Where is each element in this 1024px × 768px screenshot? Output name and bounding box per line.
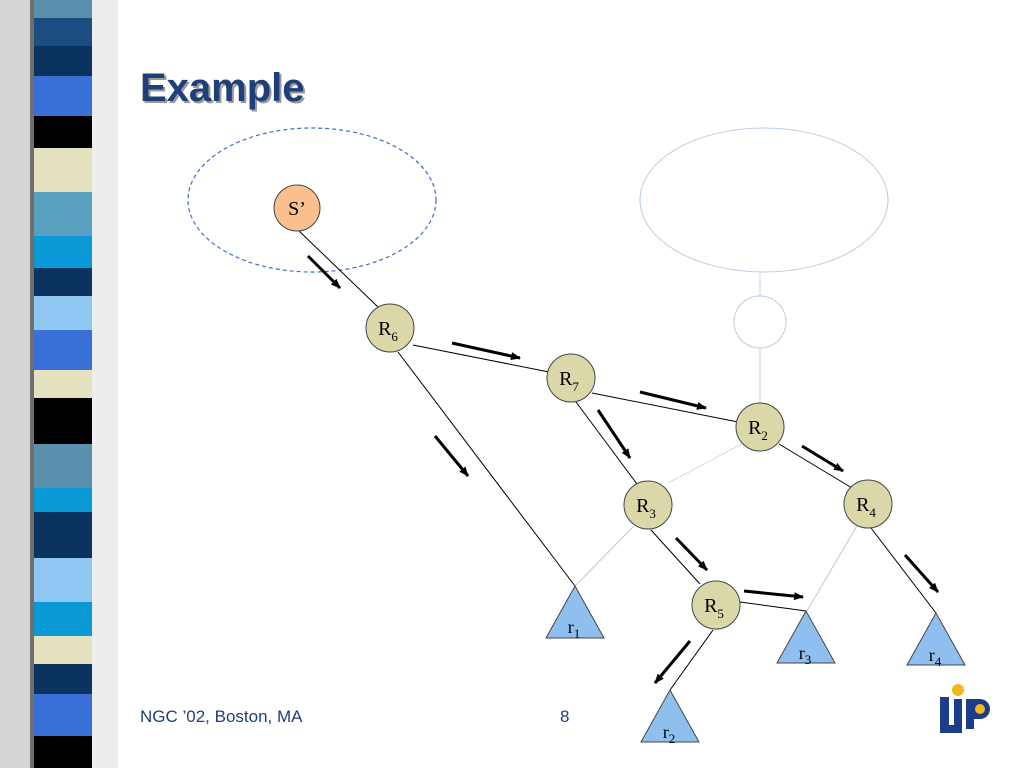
- flow-arrow: [306, 254, 342, 290]
- receiver-base: r: [568, 617, 574, 637]
- receiver-base: r: [799, 643, 805, 663]
- router-subscript: 3: [649, 506, 656, 521]
- router-subscript: 7: [572, 379, 579, 394]
- router-subscript: 4: [869, 505, 876, 520]
- router-base: R: [704, 595, 718, 617]
- flow-arrow: [433, 435, 470, 477]
- router-node-r6: R6: [365, 303, 415, 353]
- router-base: R: [856, 494, 870, 516]
- svg-text:R6: R6: [378, 318, 398, 344]
- router-subscript: 5: [717, 606, 724, 621]
- page-number: 8: [560, 707, 570, 726]
- link-r2-r4: [778, 443, 853, 489]
- receiver-subscript: 4: [935, 654, 942, 669]
- receiver-subscript: 1: [574, 626, 581, 641]
- svg-text:r2: r2: [663, 722, 676, 746]
- router-node-r3: R3: [623, 480, 673, 530]
- source-node: S’: [273, 184, 321, 232]
- receiver-node-r2: r2: [640, 688, 700, 746]
- faint-link: [667, 443, 743, 484]
- faint-router-circle: [733, 295, 787, 349]
- link-s-r6: [297, 229, 379, 308]
- link-r5-r2leaf: [669, 629, 714, 691]
- flow-arrow: [743, 589, 804, 601]
- router-node-r7: R7: [546, 353, 596, 403]
- svg-text:r3: r3: [799, 643, 812, 667]
- link-r6-r7: [412, 344, 550, 373]
- router-base: R: [636, 495, 650, 517]
- link-r5-r3leaf: [739, 601, 807, 612]
- faint-link: [574, 525, 635, 587]
- receiver-node-r1: r1: [545, 584, 605, 641]
- svg-text:R3: R3: [636, 495, 656, 521]
- link-r7-r2: [591, 392, 739, 423]
- receiver-subscript: 2: [669, 731, 676, 746]
- router-base: R: [559, 368, 573, 390]
- svg-text:R2: R2: [748, 417, 768, 443]
- lip6-logo-icon: [940, 684, 990, 733]
- receiver-subscript: 3: [805, 652, 812, 667]
- faint-link: [806, 523, 859, 612]
- decorative-left-band: [0, 0, 118, 768]
- receiver-base: r: [929, 645, 935, 665]
- router-subscript: 6: [391, 329, 398, 344]
- source-node-label: S’: [288, 198, 306, 220]
- flow-arrow: [903, 554, 940, 593]
- link-r6-r1: [397, 351, 576, 587]
- svg-text:R5: R5: [704, 595, 724, 621]
- flow-arrow: [451, 341, 521, 360]
- svg-text:r4: r4: [929, 645, 942, 669]
- svg-text:r1: r1: [568, 617, 581, 641]
- slide-title: Example: [140, 66, 305, 110]
- router-node-r2: R2: [735, 402, 785, 452]
- link-r7-r3: [575, 401, 638, 485]
- router-subscript: 2: [761, 428, 768, 443]
- router-node-r4: R4: [843, 479, 893, 529]
- router-base: R: [378, 318, 392, 340]
- svg-text:R4: R4: [856, 494, 876, 520]
- router-base: R: [748, 417, 762, 439]
- flow-arrow: [674, 536, 709, 572]
- flow-arrow: [653, 640, 692, 684]
- link-r3-r5: [650, 529, 701, 585]
- receiver-node-r4: r4: [906, 611, 966, 669]
- faint-group-ellipse: [639, 127, 889, 273]
- receiver-node-r3: r3: [776, 609, 836, 667]
- flow-arrow: [801, 444, 844, 473]
- svg-text:R7: R7: [559, 368, 579, 394]
- router-node-r5: R5: [691, 580, 741, 630]
- source-group-dashed-ellipse: [187, 127, 437, 273]
- link-r4-r4leaf: [870, 527, 937, 614]
- footer-conference-label: NGC ’02, Boston, MA: [140, 707, 303, 726]
- flow-arrow: [596, 409, 632, 459]
- receiver-base: r: [663, 722, 669, 742]
- flow-arrow: [639, 390, 707, 410]
